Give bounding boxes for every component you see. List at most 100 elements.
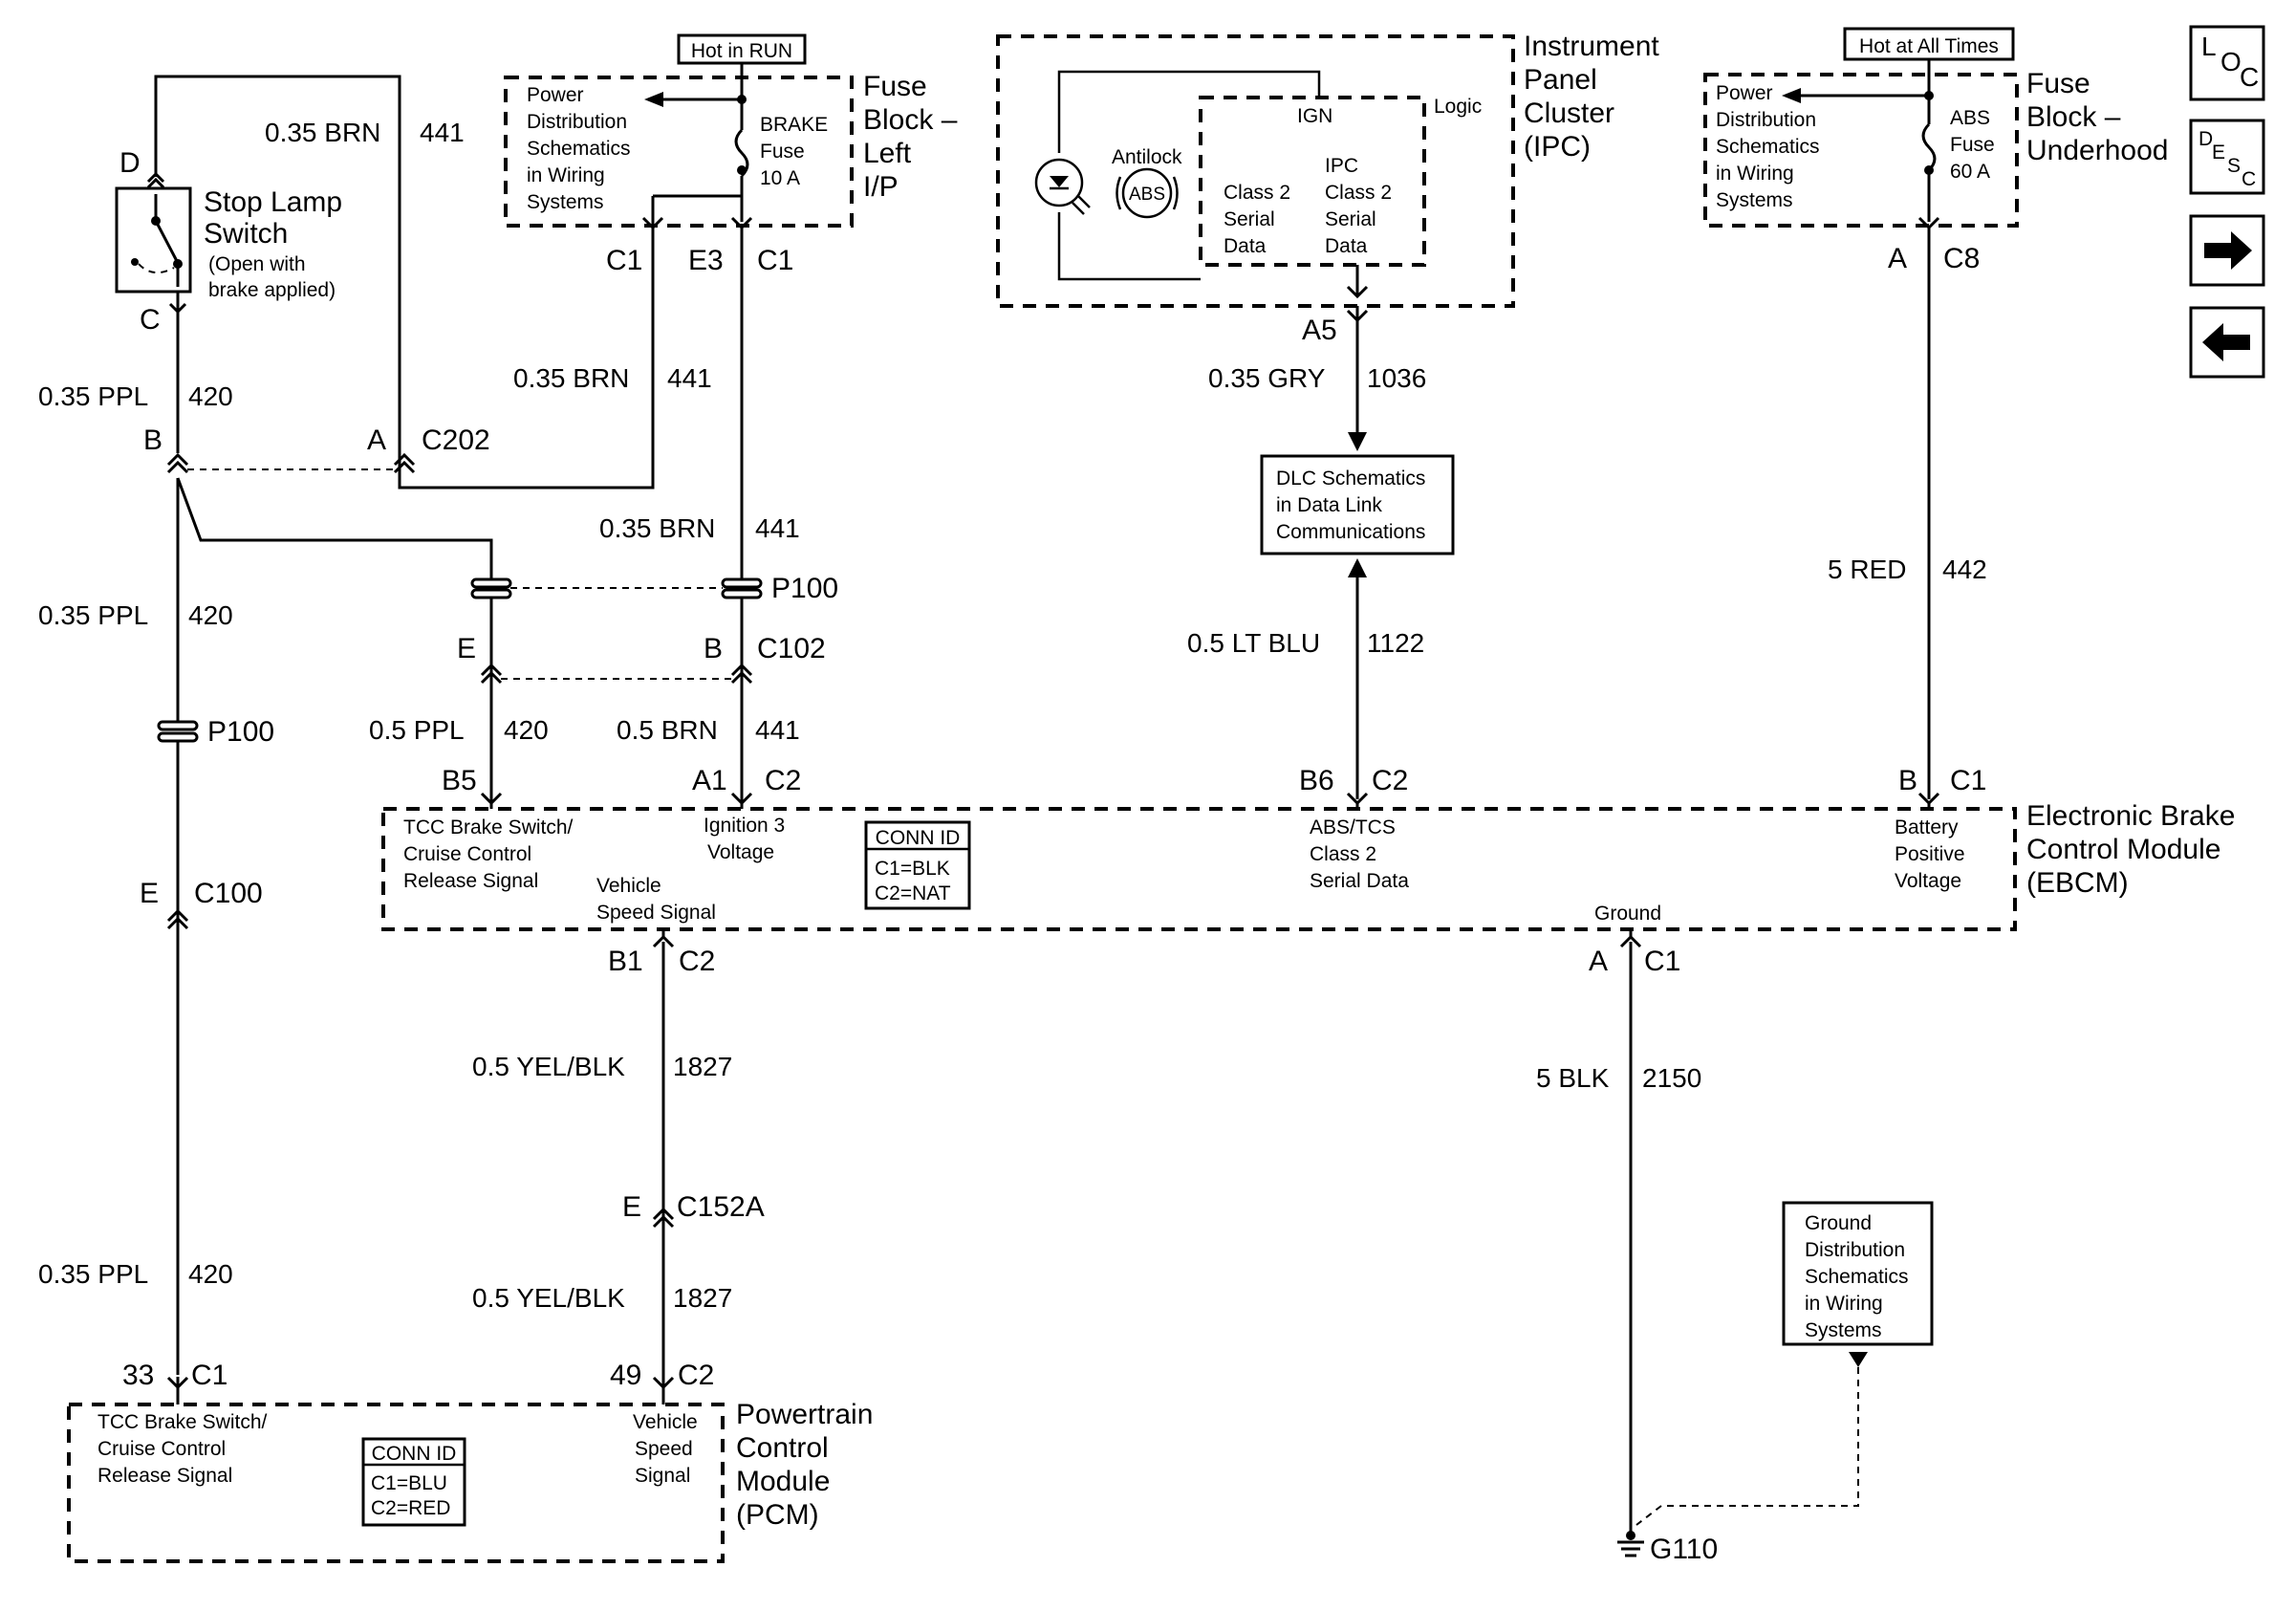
wire-brn441-c-size: 0.35 BRN xyxy=(599,513,715,543)
pcm-pin-49: 49 xyxy=(610,1360,641,1391)
ebcm-pin-b6-conn: C2 xyxy=(1372,765,1408,796)
loc-c: C xyxy=(2240,62,2259,92)
fuse-ip-ref-1: Power xyxy=(527,84,584,106)
abs-lamp-text: ABS xyxy=(1129,185,1165,205)
fuse-block-ip-title-3: Left xyxy=(863,138,912,169)
desc-button[interactable]: D E S C xyxy=(2189,119,2265,195)
arrow-left-icon xyxy=(2202,323,2250,361)
c202-pin-b: B xyxy=(143,425,162,456)
ebcm-pin-a: A xyxy=(1589,946,1608,977)
pcm-title-1: Powertrain xyxy=(736,1399,873,1430)
wire-ppl420-c-size: 0.5 PPL xyxy=(369,715,465,745)
ebcm-tcc-2: Cruise Control xyxy=(403,843,531,865)
dlc-line-2: in Data Link xyxy=(1276,494,1382,516)
pcm-vss-1: Vehicle xyxy=(633,1411,698,1433)
wire-ppl420-d-size: 0.35 PPL xyxy=(38,1259,148,1289)
desc-s: S xyxy=(2227,155,2241,177)
stop-lamp-pin-c: C xyxy=(140,304,161,336)
arrow-right-icon xyxy=(2204,231,2252,270)
stop-lamp-switch-note: (Open with xyxy=(208,253,306,275)
ground-ref-5: Systems xyxy=(1805,1319,1882,1341)
antilock-label: Antilock xyxy=(1112,146,1182,168)
p100-right-label: P100 xyxy=(771,573,838,604)
brake-fuse-word: Fuse xyxy=(760,141,805,163)
instrument-panel-cluster: ABS Antilock IGN Logic Class 2 Serial Da… xyxy=(996,31,1659,308)
stop-lamp-switch-title-2: Switch xyxy=(204,218,288,250)
stop-lamp-switch-title: Stop Lamp xyxy=(204,186,342,218)
ebcm-conn-c1: C1=BLK xyxy=(875,858,950,880)
ipc-serial-3: Serial xyxy=(1325,208,1376,230)
wire-brn441-mid-size: 0.35 BRN xyxy=(513,363,629,393)
wire-yelblk1827-a-num: 1827 xyxy=(673,1052,732,1081)
wire-gry1036-num: 1036 xyxy=(1367,363,1426,393)
c202-pin-a: A xyxy=(367,425,386,456)
dlc-reference-box[interactable]: DLC Schematics in Data Link Communicatio… xyxy=(1260,454,1455,555)
pcm-conn-c2: C2=RED xyxy=(371,1497,450,1519)
c100-label: C100 xyxy=(194,878,263,909)
ebcm-title-3: (EBCM) xyxy=(2026,867,2129,899)
pcm-conn-id: CONN ID xyxy=(372,1443,457,1465)
wire-red442-num: 442 xyxy=(1942,555,1987,584)
wire-ppl420-a-size: 0.35 PPL xyxy=(38,381,148,411)
ebcm-batt-2: Positive xyxy=(1895,843,1965,865)
ebcm-pin-a1-conn: C2 xyxy=(765,765,801,796)
connector-c202: B A C202 xyxy=(143,425,490,474)
connector-c152a: E C152A xyxy=(622,1191,765,1229)
next-page-button[interactable] xyxy=(2189,214,2265,287)
desc-d: D xyxy=(2199,128,2213,150)
connector-c100: E C100 xyxy=(140,878,263,930)
pcm-module: 33 C1 49 C2 TCC Brake Switch/ Cruise Con… xyxy=(67,1360,873,1563)
wire-ppl420-a-num: 420 xyxy=(188,381,233,411)
ground-distribution-reference-box[interactable]: Ground Distribution Schematics in Wiring… xyxy=(1782,1201,1934,1346)
ground-g110: G110 xyxy=(1617,1531,1718,1565)
ground-ref-3: Schematics xyxy=(1805,1266,1909,1288)
abs-fuse-rating: 60 A xyxy=(1950,161,1990,183)
ebcm-conn-id: CONN ID xyxy=(876,827,961,849)
ipc-title-3: Cluster xyxy=(1524,98,1614,129)
ebcm-vss-1: Vehicle xyxy=(596,875,661,897)
fuse-ip-ref-4: in Wiring xyxy=(527,164,605,186)
stop-lamp-switch-note-2: brake applied) xyxy=(208,279,336,301)
loc-button[interactable]: L O C xyxy=(2189,25,2265,101)
ebcm-batt-1: Battery xyxy=(1895,816,1959,838)
ebcm-pin-b: B xyxy=(1898,765,1917,796)
fuse-ip-ref-5: Systems xyxy=(527,191,604,213)
ebcm-pin-b5: B5 xyxy=(442,765,477,796)
wire-yelblk1827-b-size: 0.5 YEL/BLK xyxy=(472,1283,625,1313)
ebcm-title-1: Electronic Brake xyxy=(2026,800,2235,832)
c152a-label: C152A xyxy=(677,1191,765,1223)
ipc-class2-1: Class 2 xyxy=(1224,182,1290,204)
fuse-uh-ref-2: Distribution xyxy=(1716,109,1816,131)
previous-page-button[interactable] xyxy=(2189,306,2265,379)
ground-ref-4: in Wiring xyxy=(1805,1293,1883,1315)
wire-brn441-mid-num: 441 xyxy=(667,363,712,393)
ebcm-batt-3: Voltage xyxy=(1895,870,1961,892)
ipc-serial-1: IPC xyxy=(1325,155,1358,177)
pcm-pin-33-conn: C1 xyxy=(191,1360,227,1391)
wire-brn441-c-num: 441 xyxy=(755,513,800,543)
fuse-uh-connector-c8: C8 xyxy=(1943,243,1980,274)
ground-ref-2: Distribution xyxy=(1805,1239,1905,1261)
c102-label: C102 xyxy=(757,633,826,664)
logic-label: Logic xyxy=(1434,96,1482,118)
fuse-block-ip-title-2: Block – xyxy=(863,104,958,136)
abs-fuse-word: Fuse xyxy=(1950,134,1995,156)
fuse-uh-title-3: Underhood xyxy=(2026,135,2168,166)
pcm-tcc-1: TCC Brake Switch/ xyxy=(97,1411,268,1433)
c152a-pin: E xyxy=(622,1191,641,1223)
pcm-title-2: Control xyxy=(736,1432,829,1464)
ebcm-vss-2: Speed Signal xyxy=(596,902,716,924)
ebcm-abs-1: ABS/TCS xyxy=(1310,816,1396,838)
ground-ref-1: Ground xyxy=(1805,1212,1872,1234)
fuse-uh-ref-3: Schematics xyxy=(1716,136,1820,158)
ebcm-pin-a-conn: C1 xyxy=(1644,946,1680,977)
ign-label: IGN xyxy=(1297,105,1332,127)
fuse-ip-pin-c1-left: C1 xyxy=(606,245,642,276)
pcm-tcc-3: Release Signal xyxy=(97,1465,232,1487)
ebcm-pin-b1: B1 xyxy=(608,946,643,977)
ebcm-pin-b6: B6 xyxy=(1299,765,1334,796)
wire-gry1036-size: 0.35 GRY xyxy=(1208,363,1326,393)
connector-c102: E B C102 xyxy=(457,633,826,685)
wire-brn441-d-num: 441 xyxy=(755,715,800,745)
wire-brn441-top-size: 0.35 BRN xyxy=(265,118,380,147)
